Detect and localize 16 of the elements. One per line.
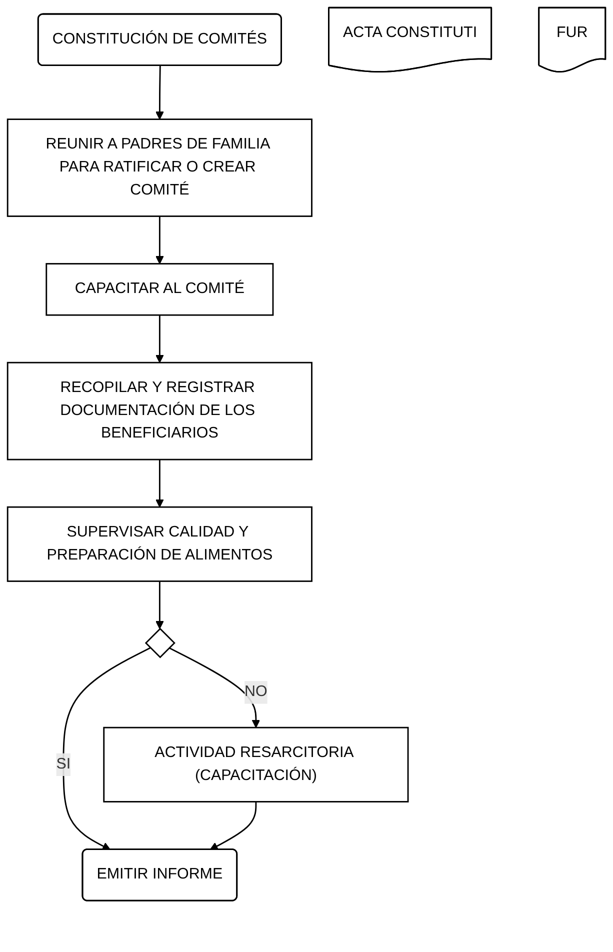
arrow [156,581,164,630]
arrow [168,647,260,728]
node-box: RECOPILAR Y REGISTRAR DOCUMENTACIÓN DE LOS BENEFICIARIOS [6,362,312,460]
arrow [62,647,151,850]
edge-label: SI [56,756,71,772]
node-box: ACTIVIDAD RESARCITORIA (CAPACITACIÓN) [103,726,409,802]
node-diamond [144,628,176,658]
node-box: SUPERVISAR CALIDAD Y PREPARACIÓN DE ALIMENTOS [6,506,312,582]
edge-label: NO [244,684,268,700]
node-box: CAPACITAR AL COMITÉ [46,263,274,316]
node-box: REUNIR A PADRES DE FAMILIA PARA RATIFICAR O CREAR COMITÉ [6,118,312,217]
arrow [156,460,164,508]
arrow [210,802,257,850]
arrow [156,315,164,363]
arrow [156,66,164,120]
arrow [156,216,164,264]
